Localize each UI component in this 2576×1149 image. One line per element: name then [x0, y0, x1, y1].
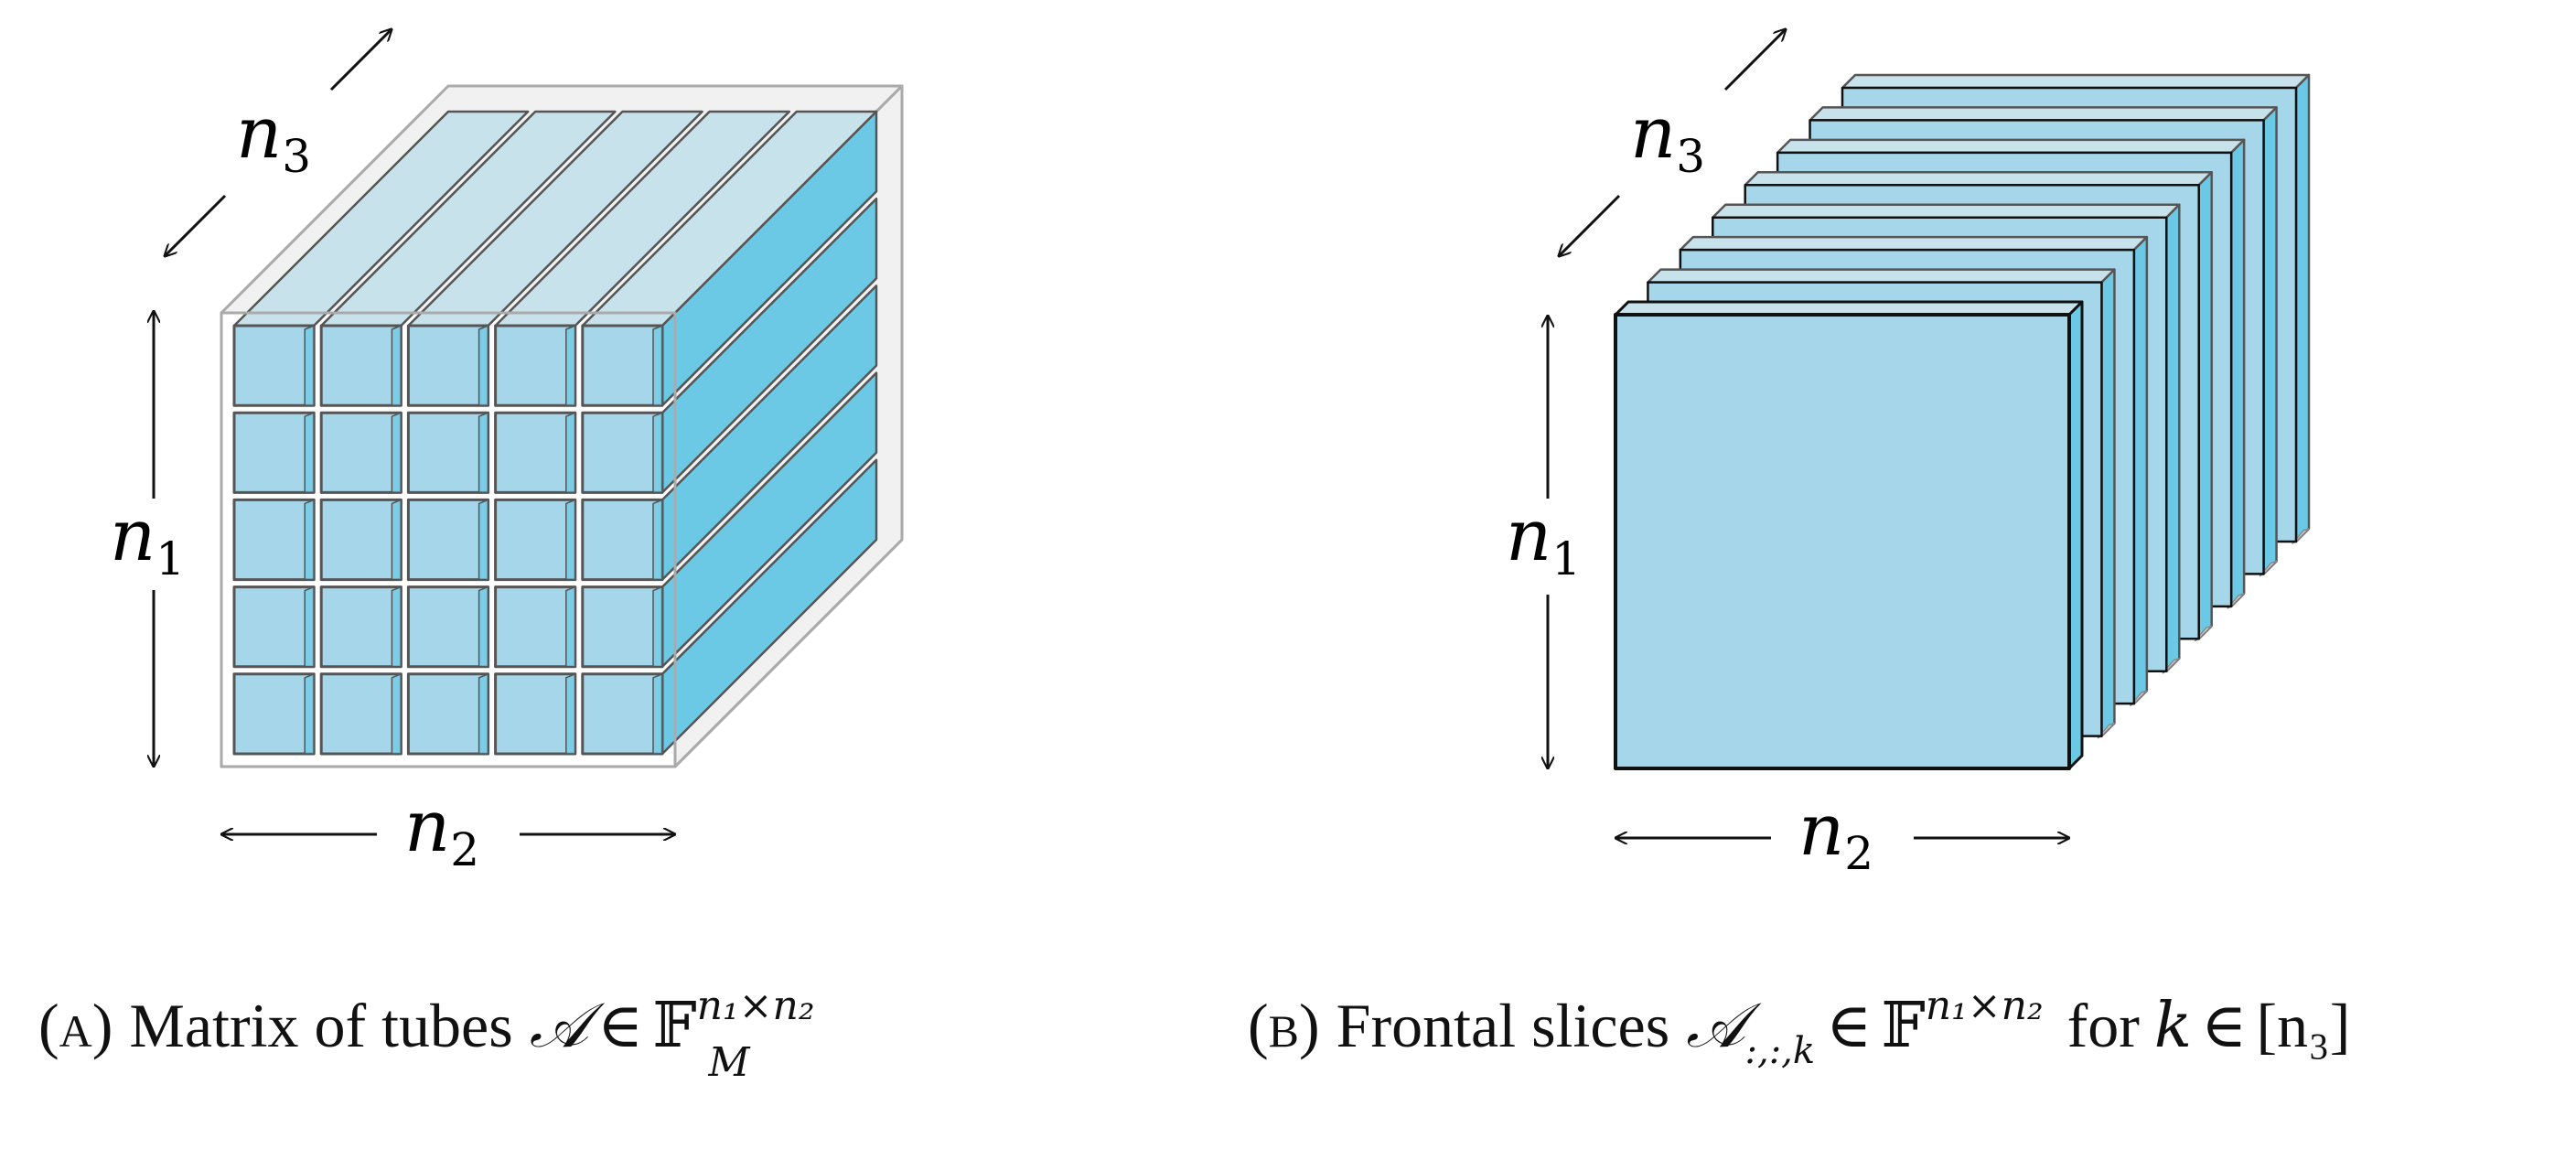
tube-front-face — [319, 585, 402, 669]
tube-front-shade — [478, 325, 489, 406]
tube-front-shade — [304, 585, 315, 668]
tube-front-shade — [391, 673, 402, 755]
n1-label: n1 — [110, 495, 185, 585]
tube-front-shade — [478, 499, 489, 581]
slice-side-edge — [2132, 235, 2149, 705]
n3-arrow-back — [1723, 29, 1786, 91]
tube-front-shade — [565, 673, 576, 755]
tube-front-face — [494, 672, 577, 756]
tube-front-face — [581, 585, 664, 669]
tube-front-face — [406, 585, 490, 669]
tube-front-shade — [652, 585, 663, 668]
frame-depth-edge — [673, 538, 904, 768]
tube-front-face — [494, 324, 577, 407]
tube-front-shade — [478, 412, 489, 494]
tube-front-face — [406, 672, 490, 756]
tube-front-face — [494, 498, 577, 582]
slice-side-edge — [2229, 138, 2246, 608]
tube-front-shade — [304, 673, 315, 755]
tube-front-shade — [304, 412, 315, 494]
tube-front-shade — [391, 412, 402, 494]
tube-front-face — [581, 324, 664, 407]
n2-label: n2 — [1798, 789, 1873, 880]
slice-top-edge — [1712, 203, 2181, 219]
tube-front-shade — [391, 325, 402, 406]
tube-front-shade — [652, 325, 663, 406]
tube-front-shade — [565, 585, 576, 668]
slice-top-edge — [1744, 171, 2213, 187]
tube-front-face — [319, 411, 402, 494]
tube-front-face — [581, 672, 664, 756]
n3-arrow-front — [1559, 194, 1621, 256]
tube-front-shade — [304, 325, 315, 406]
tube-front-face — [581, 498, 664, 582]
tube-front-face — [232, 672, 316, 756]
tube-front-shade — [652, 412, 663, 494]
slice-side-edge — [2165, 203, 2181, 672]
slice-top-edge — [1776, 138, 2246, 155]
slice-stack — [1614, 73, 2311, 770]
panel-a-n3-dimension: n3 — [165, 29, 392, 256]
tube-front-face — [406, 324, 490, 407]
tube-front-face — [319, 498, 402, 582]
tube-front-shade — [565, 412, 576, 494]
tube-front-face — [319, 672, 402, 756]
tube-front-face — [406, 498, 490, 582]
tube-front-face — [232, 411, 316, 494]
slice-side-edge — [2294, 73, 2311, 543]
slice-top-edge — [1679, 235, 2149, 252]
n1-label: n1 — [1506, 495, 1581, 585]
tube-front-shade — [304, 499, 315, 581]
panel-b-frontal-slices — [1614, 73, 2311, 770]
panel-a-tube-cube — [220, 84, 904, 768]
tube-front-shade — [478, 673, 489, 755]
tube-front-face — [581, 411, 664, 494]
panel-b-n3-dimension: n3 — [1559, 29, 1786, 256]
tube-front-shade — [652, 499, 663, 581]
slice-top-edge — [1841, 73, 2311, 90]
tube-grid — [232, 110, 878, 756]
panel-a-n1-dimension: n1 — [110, 311, 185, 767]
n3-label: n3 — [236, 92, 311, 183]
tube-front-shade — [478, 585, 489, 668]
tube-front-shade — [652, 673, 663, 755]
tube-front-face — [232, 585, 316, 669]
panel-b-n1-dimension: n1 — [1506, 316, 1581, 768]
slice-top-edge — [1647, 268, 2116, 284]
panel-a-n2-dimension: n2 — [221, 786, 675, 876]
n2-label: n2 — [404, 786, 479, 876]
tube-front-face — [232, 324, 316, 407]
tube-front-face — [494, 585, 577, 669]
n3-arrow-front — [165, 194, 227, 256]
n3-label: n3 — [1630, 92, 1705, 183]
tube-front-face — [494, 411, 577, 494]
n3-arrow-back — [329, 29, 392, 91]
slice-side-edge — [2100, 268, 2116, 737]
slice-side-edge — [2197, 171, 2213, 640]
tube-front-face — [232, 498, 316, 582]
tube-front-shade — [565, 499, 576, 581]
panel-b-n2-dimension: n2 — [1615, 789, 2069, 880]
tube-front-face — [406, 411, 490, 494]
tube-front-shade — [391, 499, 402, 581]
slice-front-face — [1614, 313, 2071, 770]
slice-top-edge — [1614, 300, 2084, 317]
tube-front-face — [319, 324, 402, 407]
slice-top-edge — [1809, 106, 2278, 122]
tube-front-shade — [391, 585, 402, 668]
slice-side-edge — [2262, 106, 2278, 575]
tube-front-shade — [565, 325, 576, 406]
slice-side-edge — [2067, 300, 2084, 770]
